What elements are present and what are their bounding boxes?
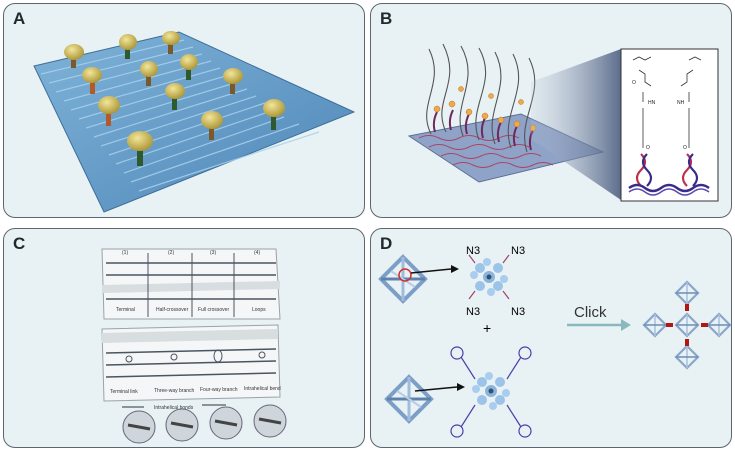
azide-linkers [468, 254, 510, 300]
click-label: Click [574, 304, 607, 321]
panel-c: C (1) (2) (3) (4) Terminal Half-crossove… [3, 228, 365, 448]
sheet-weave-lines [40, 39, 320, 192]
porphyrin-core [470, 258, 508, 296]
pillar [223, 68, 243, 94]
porphyrin-core [472, 372, 510, 410]
pillar [82, 67, 102, 94]
pillar [64, 44, 84, 68]
azide-label: N3 [466, 306, 480, 318]
detail-circle-contents [127, 417, 282, 431]
pillar [127, 131, 153, 166]
motif-label: Three-way branch [154, 388, 195, 394]
motif-number: (1) [122, 250, 128, 256]
inset-chem-text: O [646, 145, 650, 151]
pillar [180, 54, 198, 80]
inset-molecule [632, 56, 702, 148]
inset-chem-text: HN [648, 100, 656, 106]
assembled-product [642, 280, 731, 370]
motif-label: Terminal [116, 307, 135, 313]
octahedron [379, 255, 427, 303]
pillar [263, 99, 285, 130]
pillar [98, 96, 120, 126]
pillar [201, 111, 223, 140]
detail-circles [122, 404, 287, 444]
motif-label: Terminal link [110, 389, 138, 395]
motif-label: Half-crossover [156, 307, 189, 313]
motif-label: Intrahelical bend [244, 386, 281, 392]
dna-origami-surface-illustration [33, 31, 356, 213]
azide-label: N3 [466, 245, 480, 257]
pillar [162, 31, 180, 54]
top-helix-lines [106, 262, 276, 300]
motif-label: Four-way branch [200, 387, 238, 393]
inset-base-dna [628, 183, 710, 193]
protein-pillars [64, 31, 285, 166]
inset-chem-text: O [632, 80, 636, 86]
panel-d: D [370, 228, 732, 448]
motif-label: Loops [252, 307, 266, 313]
pointer-arrow [414, 386, 458, 392]
footer-label: Intrahelical bonds [154, 405, 194, 411]
top-dividers [147, 253, 235, 317]
plus-sign: + [483, 320, 491, 336]
panel-a-label: A [13, 9, 26, 28]
panel-d-label: D [380, 234, 393, 253]
bottom-junctions [125, 349, 266, 363]
cyclooctyne-arms [450, 346, 532, 438]
octahedron [385, 375, 433, 423]
motif-number: (4) [254, 250, 260, 256]
azide-label: N3 [511, 306, 525, 318]
azide-label: N3 [511, 245, 525, 257]
dna-brush-surface-illustration: O HN NH O O [407, 43, 719, 202]
crossover-motifs-illustration: (1) (2) (3) (4) Terminal Half-crossover … [101, 248, 287, 444]
panel-c-label: C [13, 234, 26, 253]
highlight-ring [398, 268, 412, 282]
zoom-beam [531, 49, 621, 200]
click-chemistry-assembly-illustration: N3 N3 N3 N3 + Click [379, 245, 731, 438]
panel-a: A [3, 3, 365, 218]
inset-dna-helices [635, 153, 699, 187]
inset-chem-text: O [683, 145, 687, 151]
pointer-arrow [410, 268, 452, 274]
inset-chem-text: NH [677, 100, 685, 106]
bottom-helix-lines [105, 348, 277, 378]
pillar [119, 34, 137, 59]
motif-number: (2) [168, 250, 174, 256]
zoom-inset [620, 48, 719, 202]
panel-b: B [370, 3, 732, 218]
motif-label: Full crossover [198, 307, 229, 313]
panel-b-label: B [380, 9, 393, 28]
motif-number: (3) [210, 250, 216, 256]
pillar [140, 61, 158, 86]
polymer-brushes [426, 43, 536, 153]
pillar [165, 83, 185, 110]
